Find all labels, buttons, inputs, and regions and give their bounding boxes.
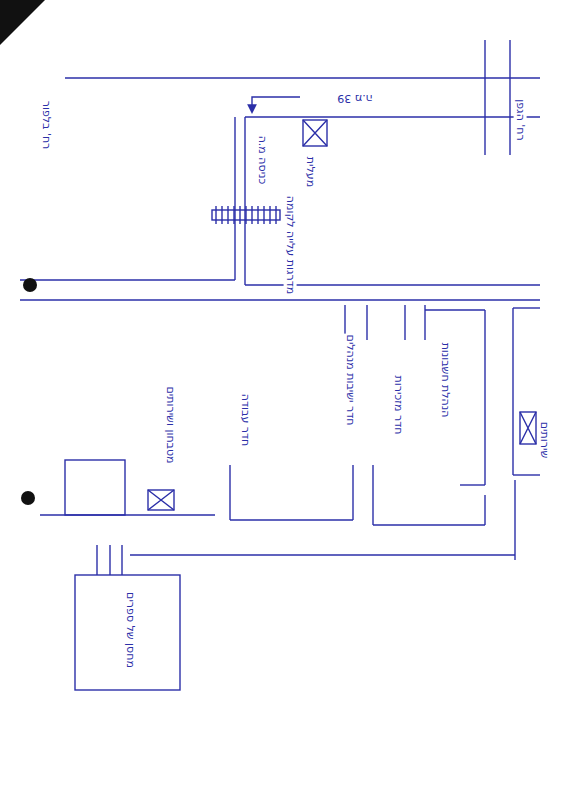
stair-step bbox=[221, 206, 222, 224]
room-name: חדר עבודה bbox=[238, 393, 251, 447]
wall bbox=[229, 465, 230, 520]
wall bbox=[230, 519, 353, 520]
wall bbox=[425, 309, 485, 310]
street-edge bbox=[65, 77, 540, 78]
column-dot bbox=[21, 491, 35, 505]
wall bbox=[460, 484, 485, 485]
map-label: מדרגות עלייה לקומה bbox=[283, 195, 296, 295]
room-name: מחסן של ספרים bbox=[123, 591, 136, 669]
label-box: כניסה מ.ה bbox=[256, 135, 269, 186]
stair-step bbox=[251, 206, 252, 224]
room-name: מטבחון ושירותים bbox=[163, 385, 176, 464]
wall bbox=[245, 116, 300, 117]
map-label: כניסה מ.ה bbox=[255, 135, 268, 186]
x-box bbox=[520, 412, 536, 444]
wall bbox=[404, 305, 405, 340]
wall bbox=[372, 465, 373, 525]
map-label: רח' הגפן bbox=[513, 98, 526, 142]
wall bbox=[130, 554, 515, 555]
column-dot bbox=[23, 278, 37, 292]
stair-step bbox=[239, 206, 240, 224]
wall bbox=[234, 117, 235, 280]
wall bbox=[513, 474, 540, 475]
wall bbox=[512, 308, 513, 475]
wall bbox=[244, 117, 245, 285]
room: שירותים bbox=[538, 421, 551, 459]
map-label: מעלית bbox=[303, 156, 316, 188]
scan-corner bbox=[0, 0, 45, 45]
room-name: חדר ישיבות מנהלים bbox=[343, 334, 356, 427]
wall bbox=[373, 524, 485, 525]
label-box: רח' בלפור bbox=[40, 100, 53, 151]
entry-arrow bbox=[252, 97, 300, 112]
room-name: חדר מזכירות bbox=[391, 375, 404, 436]
wall bbox=[40, 514, 215, 515]
wall bbox=[513, 307, 540, 308]
wall bbox=[366, 305, 367, 340]
stair-step bbox=[275, 206, 276, 224]
door bbox=[109, 545, 110, 575]
map-label: 39 מ.ה bbox=[336, 91, 374, 104]
room: חדר ישיבות מנהלים bbox=[344, 334, 357, 427]
wall bbox=[484, 495, 485, 525]
wall bbox=[65, 460, 125, 515]
room: מחסן של ספרים bbox=[124, 591, 137, 669]
label-box: מדרגות עלייה לקומה bbox=[284, 195, 297, 295]
map-label: רח' בלפור bbox=[39, 100, 52, 151]
wall bbox=[20, 279, 235, 280]
street-edge bbox=[300, 116, 540, 117]
wall bbox=[75, 575, 180, 690]
wall bbox=[484, 310, 485, 485]
stair-step bbox=[269, 206, 270, 224]
stair-step bbox=[227, 206, 228, 224]
label-box: רח' הגפן bbox=[514, 98, 527, 142]
stair-step bbox=[215, 206, 216, 224]
wall bbox=[96, 545, 97, 575]
stair-step bbox=[245, 206, 246, 224]
stair-step bbox=[263, 206, 264, 224]
wall bbox=[514, 480, 515, 560]
street-edge bbox=[484, 40, 485, 155]
room: הנהלת חשבונות bbox=[439, 342, 452, 419]
room: חדר עבודה bbox=[239, 393, 252, 447]
stair-step bbox=[233, 206, 234, 224]
stair-steps bbox=[216, 206, 276, 224]
room: חדר מזכירות bbox=[392, 375, 405, 436]
room: מטבחון ושירותים bbox=[164, 386, 177, 465]
room-name: שירותים bbox=[537, 421, 550, 459]
wall bbox=[121, 545, 122, 575]
label-box: 39 מ.ה bbox=[336, 92, 374, 105]
x-box bbox=[148, 490, 174, 510]
label-box: מעלית bbox=[304, 156, 317, 188]
stair-step bbox=[257, 206, 258, 224]
wall bbox=[20, 299, 540, 300]
wall bbox=[352, 465, 353, 520]
room-name: הנהלת חשבונות bbox=[438, 342, 451, 419]
x-box bbox=[303, 120, 327, 146]
street-edge bbox=[509, 40, 510, 155]
